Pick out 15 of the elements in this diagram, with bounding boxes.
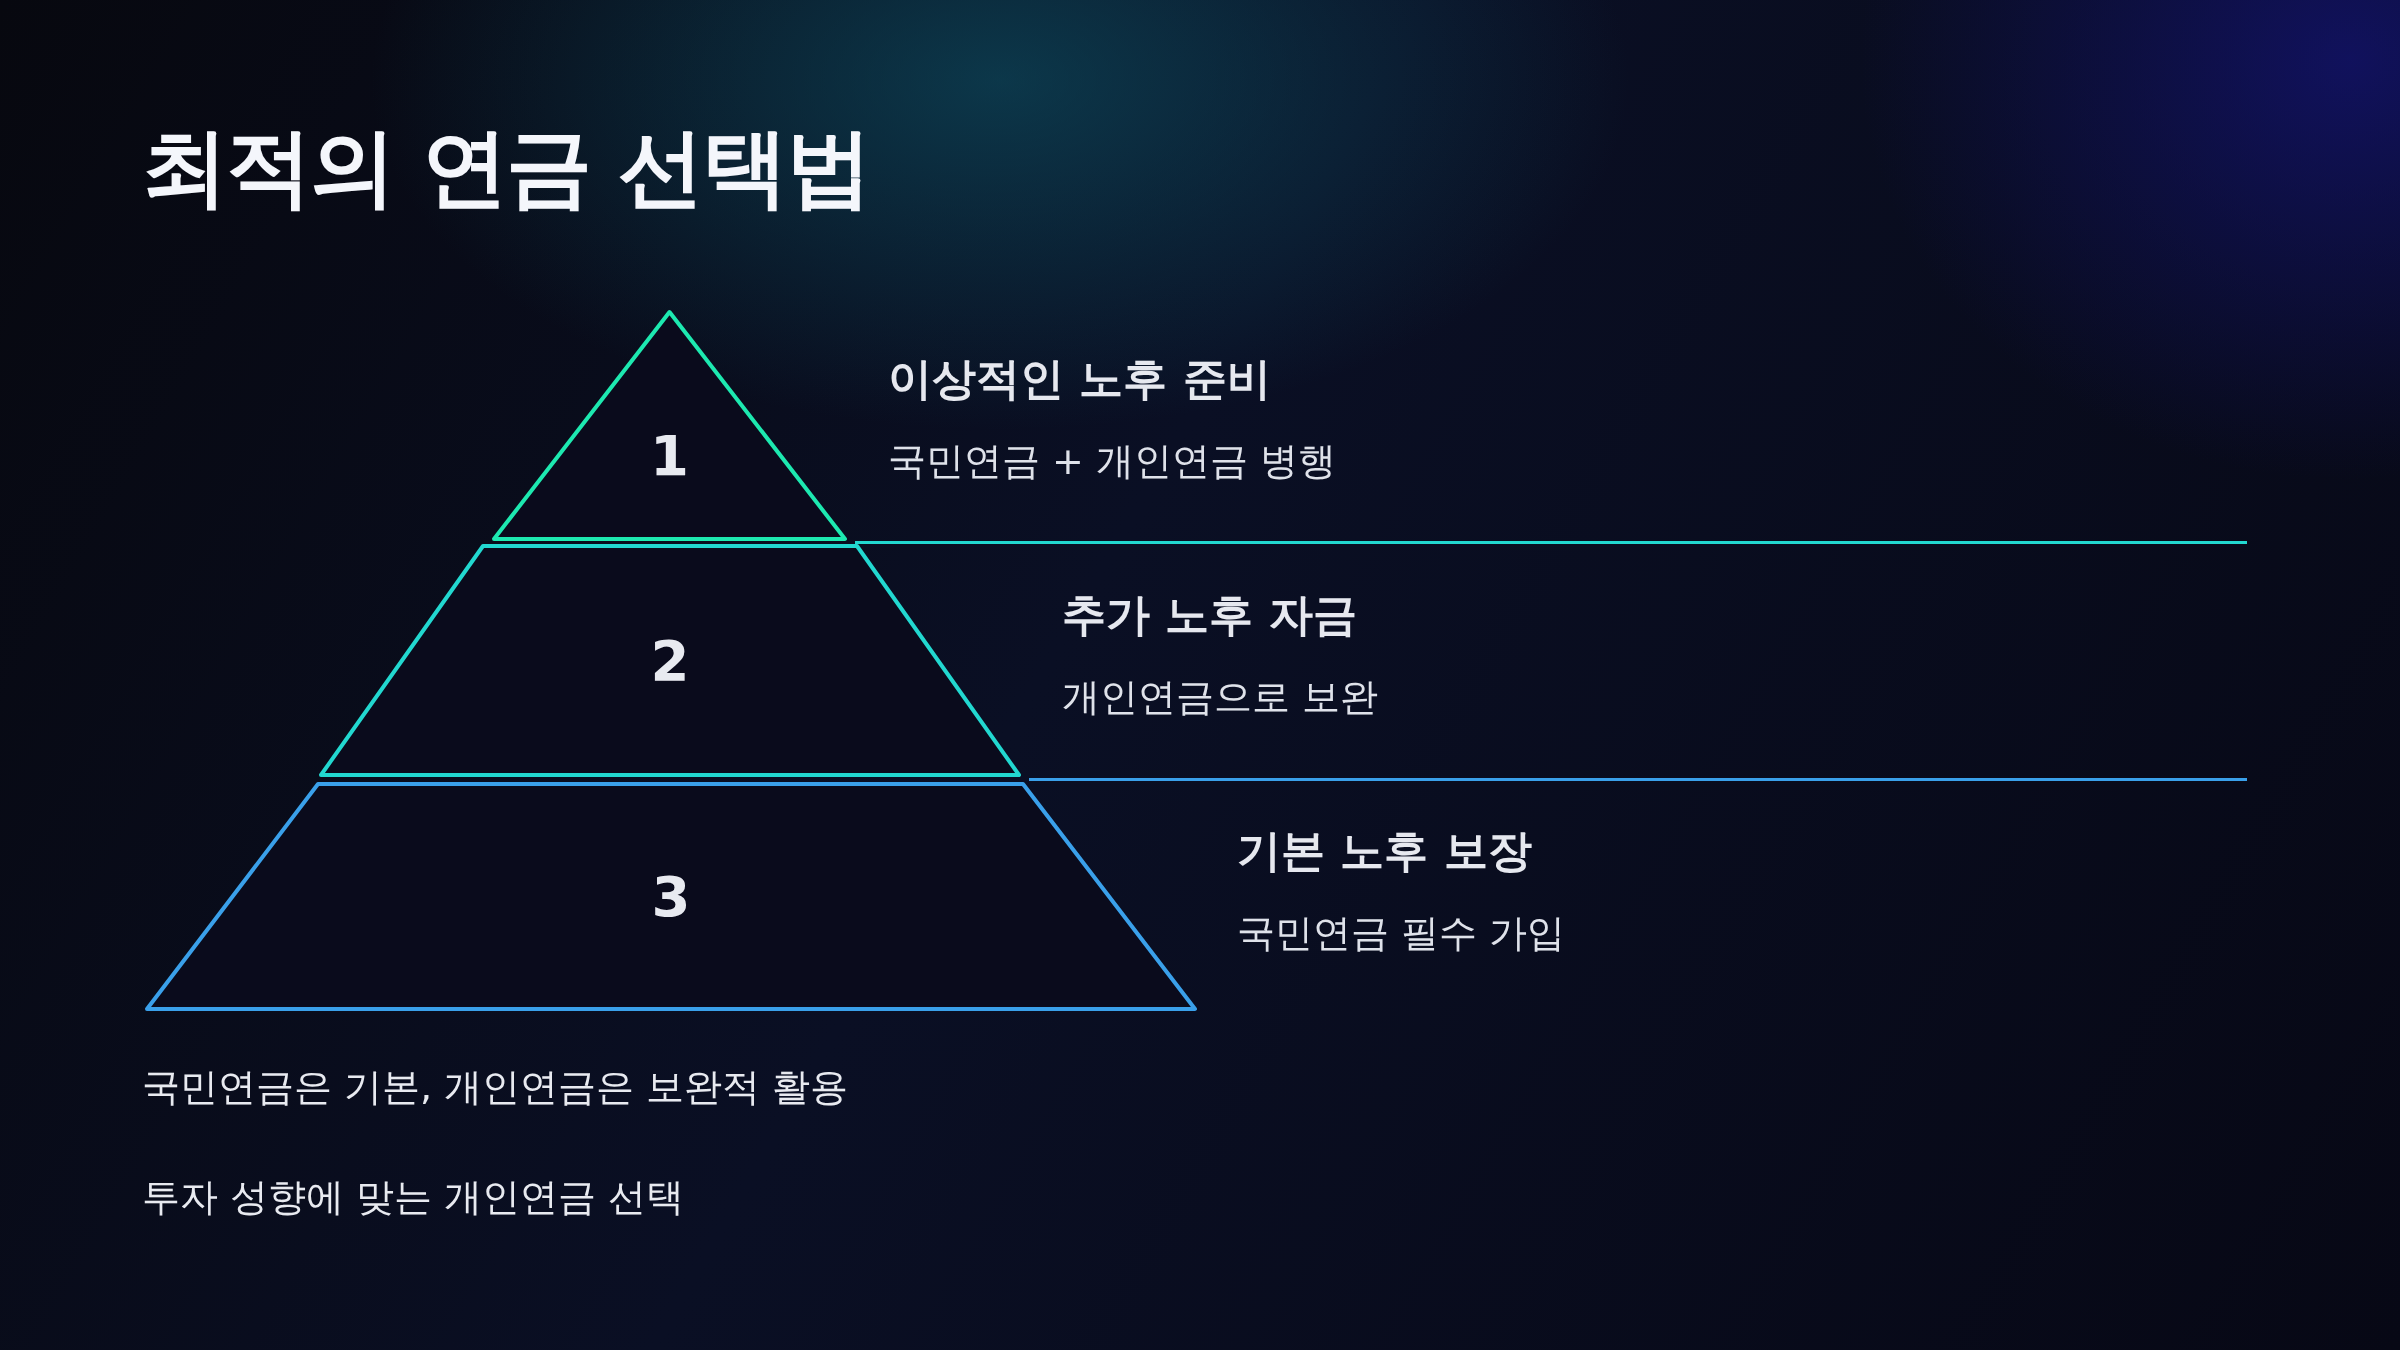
note-text: 국민연금은 기본, 개인연금은 보완적 활용 <box>142 1064 849 1111</box>
tier-description: 국민연금 + 개인연금 병행 <box>888 438 1337 485</box>
tier-heading: 이상적인 노후 준비 <box>888 352 1271 406</box>
tier-heading: 기본 노후 보장 <box>1237 824 1532 878</box>
title: 최적의 연금 선택법 <box>142 116 870 219</box>
tier-number: 1 <box>650 423 689 488</box>
pyramid-tier <box>321 546 1019 775</box>
tier-heading: 추가 노후 자금 <box>1062 588 1357 642</box>
pyramid-base-tier <box>147 784 1195 1009</box>
note-text: 투자 성향에 맞는 개인연금 선택 <box>142 1174 685 1221</box>
tier-description: 개인연금으로 보완 <box>1062 674 1379 721</box>
tier-number: 2 <box>650 628 690 693</box>
tier-description: 국민연금 필수 가입 <box>1237 910 1566 957</box>
tier-number: 3 <box>651 864 691 929</box>
pyramid-top-triangle <box>494 312 845 539</box>
